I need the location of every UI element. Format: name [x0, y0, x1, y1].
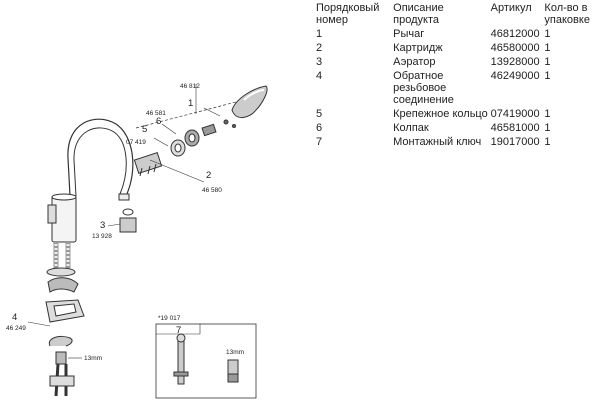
- parts-table-row: 3 Аэратор 13928000 1: [316, 56, 598, 70]
- row-description: Крепежное кольцо: [393, 108, 488, 120]
- exploded-parts-diagram: 46 812 1 46 581 6 5 07 419 2 46 580 3 13…: [6, 83, 268, 399]
- row-article: 46812000: [490, 28, 540, 40]
- faucet-spout: [67, 118, 134, 197]
- row-number: 3: [316, 56, 323, 68]
- lever-handle: [231, 85, 268, 118]
- nut-size-label: 13mm: [84, 355, 102, 362]
- callout-4-code: 46 249: [6, 325, 26, 332]
- tool-number: 7: [176, 325, 181, 336]
- row-description: Обратное резьбовое соединение: [393, 70, 454, 106]
- base-ring: [46, 267, 76, 277]
- row-description: Аэратор: [393, 56, 436, 68]
- parts-table-body: 1 Рычаг 46812000 1 2 Картридж 46580000 1 3 Аэрато…: [316, 28, 598, 150]
- cartridge: [133, 152, 163, 174]
- callout-4-number: 4: [12, 312, 17, 323]
- row-quantity: 1: [544, 136, 551, 148]
- header-article: Артикул: [490, 2, 532, 14]
- callout-2-code: 46 580: [202, 187, 222, 194]
- parts-table-header-row: Порядковый номер Описание продукта Артик…: [316, 2, 598, 28]
- row-number: 1: [316, 28, 323, 40]
- callout-2-number: 2: [206, 170, 211, 181]
- row-description: Монтажный ключ: [393, 136, 482, 148]
- callout-3-code: 13 928: [92, 233, 112, 240]
- header-quantity: Кол-во в упаковке: [544, 2, 590, 26]
- row-description: Картридж: [393, 42, 443, 54]
- callout-6-code: 46 581: [146, 110, 166, 117]
- row-article: 07419000: [490, 108, 540, 120]
- wrench-socket: [176, 333, 186, 343]
- row-quantity: 1: [544, 56, 551, 68]
- row-quantity: 1: [544, 122, 551, 134]
- callout-1-code: 46 812: [180, 83, 200, 90]
- row-number: 5: [316, 108, 323, 120]
- cartridge-stem: [201, 123, 217, 137]
- row-quantity: 1: [544, 42, 551, 54]
- faucet-spout-inner: [73, 127, 127, 197]
- aerator: [119, 217, 137, 233]
- header-number: Порядковый номер: [316, 2, 380, 26]
- c-washer: [48, 335, 73, 347]
- header-description: Описание продукта: [393, 2, 444, 26]
- spout-tip: [118, 193, 130, 201]
- nut: [55, 351, 67, 365]
- row-number: 2: [316, 42, 323, 54]
- tool-code: *19 017: [158, 315, 181, 322]
- callout-5-code: 07 419: [126, 139, 146, 146]
- wrench-shaft: [177, 339, 185, 385]
- parts-table-row: 7 Монтажный ключ 19017000 1: [316, 136, 598, 150]
- parts-table: Порядковый номер Описание продукта Артик…: [316, 2, 598, 150]
- row-article: 13928000: [490, 56, 540, 68]
- row-number: 7: [316, 136, 323, 148]
- parts-table-row: 6 Колпак 46581000 1: [316, 122, 598, 136]
- row-description: Колпак: [393, 122, 429, 134]
- row-quantity: 1: [544, 70, 551, 82]
- aerator-ring: [122, 208, 134, 216]
- row-description: Рычаг: [393, 28, 425, 40]
- callout-3-number: 3: [100, 220, 105, 231]
- body-top: [51, 193, 77, 201]
- parts-table-row: 1 Рычаг 46812000 1: [316, 28, 598, 42]
- row-article: 46580000: [490, 42, 540, 54]
- callout-6-number: 6: [156, 116, 161, 127]
- callout-5-number: 5: [142, 124, 147, 135]
- row-article: 46581000: [490, 122, 540, 134]
- row-number: 6: [316, 122, 323, 134]
- row-article: 19017000: [490, 136, 540, 148]
- tool-box: [155, 323, 257, 399]
- parts-table-head: Порядковый номер Описание продукта Артик…: [316, 2, 598, 28]
- parts-table-row: 4 Обратное резьбовое соединение 46249000 1: [316, 70, 598, 108]
- parts-table-row: 2 Картридж 46580000 1: [316, 42, 598, 56]
- callout-1-number: 1: [188, 98, 193, 109]
- gasket: [47, 277, 79, 293]
- faucet-neck: [47, 204, 57, 224]
- tool-size-label: 13mm: [226, 349, 244, 356]
- set-screw: [223, 119, 229, 125]
- row-quantity: 1: [544, 28, 551, 40]
- row-number: 4: [316, 70, 323, 82]
- row-quantity: 1: [544, 108, 551, 120]
- row-article: 46249000: [490, 70, 540, 82]
